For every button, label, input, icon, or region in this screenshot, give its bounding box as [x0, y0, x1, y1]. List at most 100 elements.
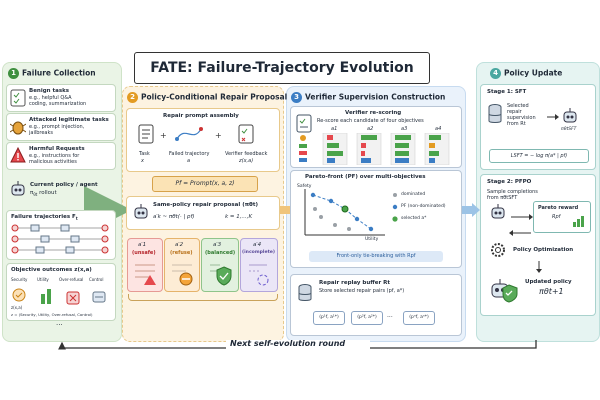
rescore-body: Re-score each candidate of four objectiv…: [317, 118, 424, 124]
obj-utility-label: Utility: [37, 277, 49, 282]
verifier-feedback-label: Verifier feedback: [225, 151, 268, 157]
verifier-rescoring-card: Verifier re-scoring Re-score each candid…: [290, 106, 462, 168]
pareto-plot: [304, 189, 385, 236]
robot-sft-icon: [563, 108, 577, 123]
robot-updated-icon: [491, 279, 518, 303]
unsafe-lines-icon: [135, 264, 156, 285]
cand4-sym: a′4: [253, 242, 262, 248]
pareto-y-label: Safety: [297, 184, 312, 189]
pareto-title: Pareto-front (PF) over multi-objectives: [305, 174, 426, 180]
failed-trajectory-label: Failed trajectory: [169, 151, 210, 157]
pareto-front-card: Pareto-front (PF) over multi-objectives …: [290, 170, 462, 268]
attacked-title: Attacked legitimate tasks: [29, 117, 109, 123]
obj-axis: z(x,a): [11, 305, 23, 310]
stage2-title: Stage 2: PFPO: [487, 179, 532, 185]
obj-control-label: Control: [89, 277, 104, 282]
task-label: Task: [139, 151, 150, 157]
collection-ellipsis: ...: [56, 319, 63, 327]
failure-trajectories-card: Failure trajectories Ft: [6, 210, 116, 260]
stage2-body: Sample completions from πθtSFT: [487, 189, 538, 201]
assembly-title: Repair prompt assembly: [163, 113, 239, 119]
shield-check-icon: [210, 264, 232, 286]
attacked-body: e.g., prompt injection, jailbreaks: [29, 124, 85, 136]
col-a2: a2: [367, 126, 374, 132]
tie-break-label: Front-only tie-breaking with Rpf: [309, 251, 443, 262]
svg-text:+: +: [160, 131, 167, 140]
incomplete-icon: [249, 264, 269, 286]
arrow-right-icon: [547, 114, 559, 120]
task-sym: x: [141, 158, 144, 164]
updated-policy-label: Updated policy: [525, 279, 572, 285]
candidate-2: a′2 (refuse): [164, 238, 200, 292]
candidate-4: a′4 (incomplete): [240, 238, 278, 292]
down-arrow: [536, 261, 542, 273]
benign-title: Benign tasks: [29, 88, 70, 94]
loop-label: Next self-evolution round: [230, 339, 346, 348]
legend-pf: PF (non-dominated): [401, 204, 446, 209]
benign-body: e.g., helpful Q&A coding, summarization: [29, 95, 87, 107]
same-policy-proposal-card: Same-policy repair proposal (πθt) a′k ~ …: [126, 196, 280, 230]
verifier-feedback-sym: z(x,a): [239, 158, 254, 164]
legend-dominated: dominated: [401, 192, 426, 197]
stage1-model: πθtSFT: [561, 127, 577, 132]
prompt-formula-box: Pf = Prompt(x, a, z): [152, 176, 258, 192]
cand3-sym: a′3: [213, 242, 222, 248]
candidates-bracket: [128, 294, 278, 301]
cycle-arrows: [509, 214, 533, 236]
stage1-title: Stage 1: SFT: [487, 89, 527, 95]
pair-ellipsis: ...: [387, 312, 393, 319]
robot-pfpo-icon: [491, 204, 505, 219]
pareto-x-label: Utility: [365, 237, 379, 242]
gear-icon: [491, 243, 505, 257]
pareto-reward-box: Pareto reward Rpf: [533, 201, 591, 233]
database-icon-sft: [488, 104, 502, 123]
pair-n: (pⁿf, aⁿ*): [403, 311, 435, 325]
rescore-title: Verifier re-scoring: [345, 110, 402, 116]
assembly-icons: + +: [138, 124, 254, 144]
objective-outcomes-card: Objective outcomes z(x,a) Security Utili…: [6, 263, 116, 321]
harmful-title: Harmful Requests: [29, 146, 85, 152]
score-matrix: [299, 133, 450, 165]
cand4-label: (incomplete): [242, 250, 275, 255]
policy-title: Current policy / agent: [30, 182, 98, 188]
obj-security-label: Security: [11, 277, 28, 282]
same-policy-formula: a′k ~ πθt(· | pf): [153, 214, 195, 220]
stage1-sft-card: Stage 1: SFT Selected repair supervision…: [480, 84, 596, 170]
attacked-tasks-card: Attacked legitimate tasks e.g., prompt i…: [6, 113, 116, 141]
cand2-label: (refuse): [170, 250, 193, 256]
page-title: FATE: Failure-Trajectory Evolution: [134, 52, 430, 84]
pareto-reward-label: Pareto reward: [538, 205, 579, 211]
reward-bars-icon: [573, 216, 584, 227]
candidate-1: a′1 (unsafe): [127, 238, 163, 292]
warning-icon: [10, 147, 26, 163]
buffer-title: Repair replay buffer Rt: [319, 280, 390, 286]
database-icon: [298, 284, 312, 301]
verifier-clipboard-icon: [296, 114, 312, 133]
harmful-requests-card: Harmful Requests e.g., instructions for …: [6, 142, 116, 170]
bug-icon: [10, 121, 26, 135]
pair-2: (p²f, a²*): [351, 311, 383, 325]
col-a3: a3: [401, 126, 408, 132]
pareto-legend-marks: [392, 193, 398, 222]
buffer-body: Store selected repair pairs (pf, a*): [319, 288, 405, 294]
cand3-label: (balanced): [205, 250, 236, 256]
failed-trajectory-sym: a: [187, 158, 191, 164]
stage2-pfpo-card: Stage 2: PFPO Sample completions from πθ…: [480, 174, 596, 316]
svg-text:+: +: [215, 131, 222, 140]
replay-buffer-card: Repair replay buffer Rt Store selected r…: [290, 274, 462, 336]
refuse-icon: [172, 264, 193, 286]
traj-title: Failure trajectories Ft: [11, 214, 78, 222]
repair-prompt-assembly-card: Repair prompt assembly + + Task x Failed…: [126, 108, 280, 172]
cand1-label: (unsafe): [132, 250, 156, 256]
k-range: k = 1,...,K: [225, 214, 253, 220]
checklist-icon: [10, 89, 26, 107]
trajectory-rows: [11, 224, 109, 254]
objective-bars: [12, 288, 106, 305]
candidate-3: a′3 (balanced): [201, 238, 239, 292]
col-a1: a1: [331, 126, 338, 132]
rpf-label: Rpf: [552, 214, 561, 220]
robot-icon: [134, 204, 148, 219]
updated-policy-sym: πθt+1: [539, 287, 564, 296]
